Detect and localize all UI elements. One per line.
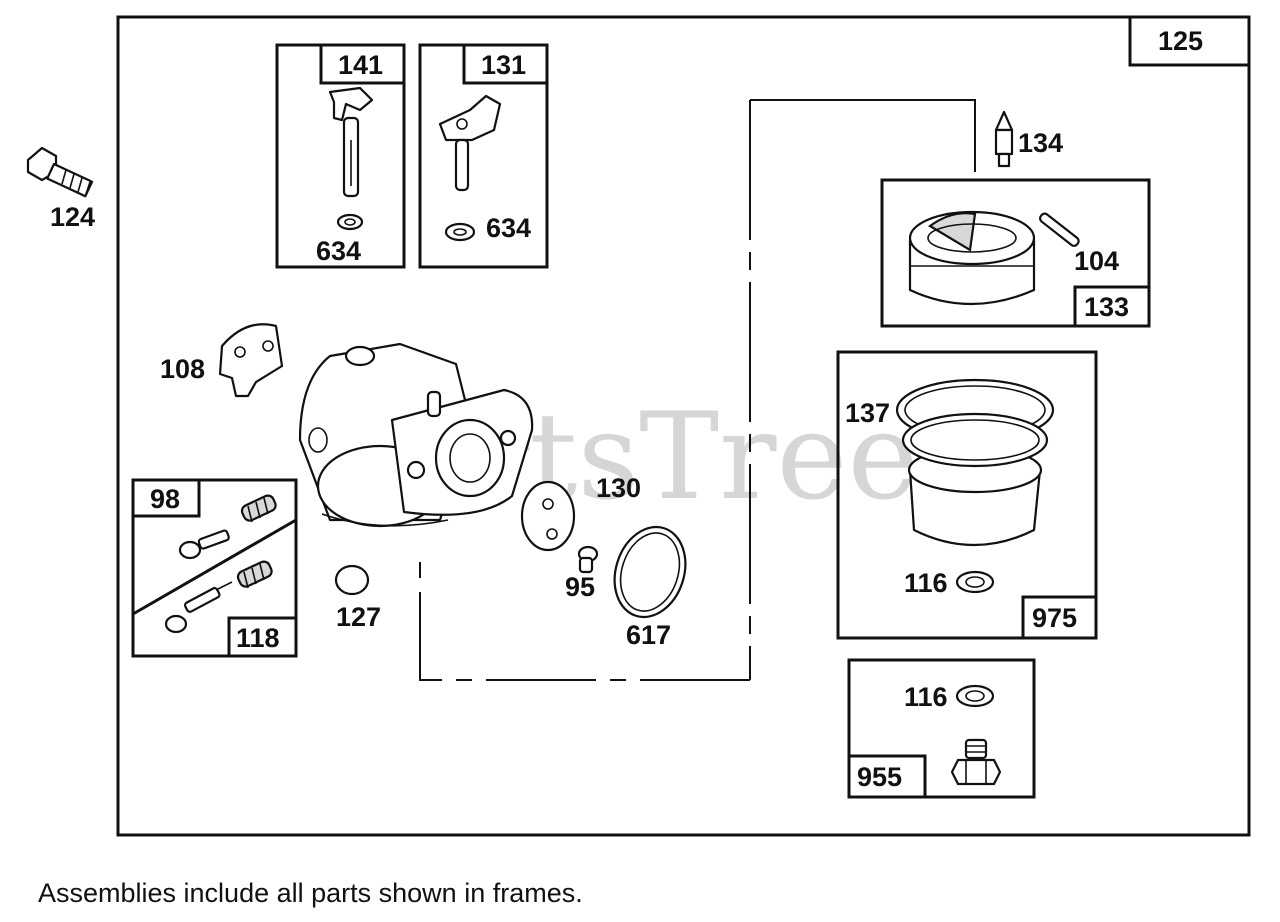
callout-108: 108 bbox=[160, 354, 205, 384]
mixture-needle-icon bbox=[164, 581, 233, 634]
float-bowl-icon bbox=[895, 378, 1055, 547]
callout-131: 131 bbox=[481, 50, 526, 80]
float-pin-icon bbox=[1038, 212, 1080, 247]
assembly-note: Assemblies include all parts shown in fr… bbox=[38, 878, 583, 908]
idle-screw-icon bbox=[178, 529, 230, 560]
callout-975: 975 bbox=[1032, 603, 1077, 633]
callout-141: 141 bbox=[338, 50, 383, 80]
box-125 bbox=[1128, 15, 1251, 67]
screw-95-icon bbox=[577, 545, 599, 574]
callout-95: 95 bbox=[565, 572, 595, 602]
throttle-shaft-icon bbox=[438, 94, 502, 242]
callout-634b: 634 bbox=[486, 213, 531, 243]
callout-118: 118 bbox=[236, 623, 280, 653]
choke-shaft-icon bbox=[328, 86, 374, 231]
callout-617: 617 bbox=[626, 620, 671, 650]
callout-127: 127 bbox=[336, 602, 381, 632]
spring-118-icon bbox=[236, 560, 273, 589]
box-131-header bbox=[462, 43, 549, 85]
diaphragm-130-icon bbox=[520, 480, 576, 552]
washer-116-bowl-icon bbox=[955, 570, 995, 594]
carburetor-body-icon bbox=[298, 342, 534, 528]
welch-plug-127-icon bbox=[334, 564, 370, 596]
box-98-divider bbox=[132, 518, 297, 616]
box-955 bbox=[847, 658, 1036, 799]
callout-955: 955 bbox=[857, 762, 902, 792]
washer-116-nut-icon bbox=[955, 684, 995, 708]
callout-98: 98 bbox=[150, 484, 180, 514]
spring-98-icon bbox=[240, 494, 277, 523]
box-98-header bbox=[131, 478, 201, 518]
callout-125: 125 bbox=[1158, 26, 1203, 56]
box-141-header bbox=[319, 43, 406, 85]
bolt-124-icon bbox=[26, 146, 94, 198]
float-icon bbox=[908, 210, 1036, 306]
carburetor-assembly-frame bbox=[116, 15, 1251, 837]
box-133 bbox=[880, 178, 1151, 328]
callout-104: 104 bbox=[1074, 246, 1119, 276]
box-955-header bbox=[847, 754, 927, 799]
callout-634a: 634 bbox=[316, 236, 361, 266]
callout-134: 134 bbox=[1018, 128, 1063, 158]
connector-line-bottom bbox=[419, 555, 750, 681]
callout-133: 133 bbox=[1084, 292, 1129, 322]
callout-137: 137 bbox=[845, 398, 890, 428]
connector-line-top bbox=[750, 99, 976, 172]
box-133-header bbox=[1073, 285, 1151, 328]
callout-124: 124 bbox=[50, 202, 95, 232]
box-975 bbox=[836, 350, 1098, 640]
callout-116b: 116 bbox=[904, 682, 948, 712]
box-118-header bbox=[227, 616, 298, 658]
bowl-nut-icon bbox=[950, 738, 1002, 786]
float-needle-icon bbox=[994, 110, 1014, 168]
oring-617-icon bbox=[613, 525, 687, 619]
plate-108-icon bbox=[218, 323, 284, 398]
box-98-118 bbox=[131, 478, 298, 658]
box-975-header bbox=[1021, 595, 1098, 640]
callout-116a: 116 bbox=[904, 568, 948, 598]
callout-130: 130 bbox=[596, 473, 641, 503]
